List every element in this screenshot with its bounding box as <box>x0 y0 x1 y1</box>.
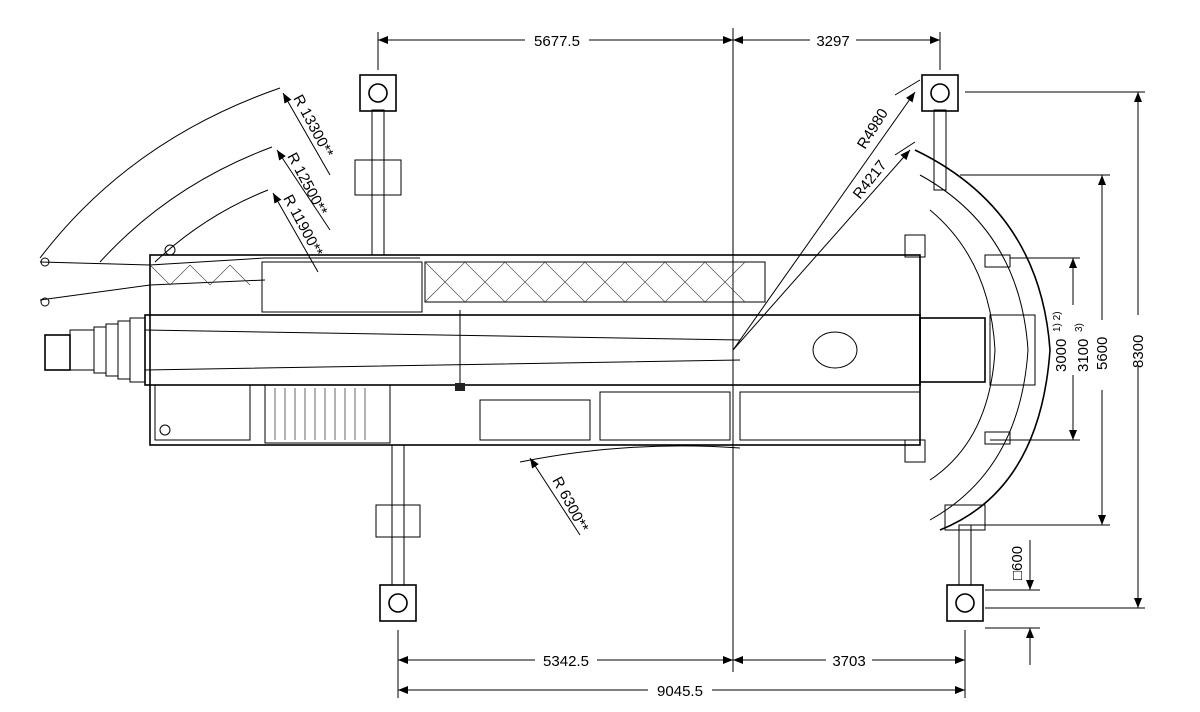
outrigger-front-left <box>354 74 402 256</box>
telescopic-boom <box>44 310 921 391</box>
dim-3297: 3297 <box>816 33 849 50</box>
top-dimension: 5677.5 3297 <box>377 32 941 70</box>
dim-3000: 3000 <box>1053 339 1070 372</box>
dim-3100-note: 3) <box>1074 323 1085 332</box>
outrigger-rear-right <box>944 504 986 622</box>
radius-r4980: R4980 <box>854 106 892 152</box>
outrigger-front-right <box>921 74 959 191</box>
folded-jib <box>39 244 420 436</box>
dim-3100: 3100 <box>1075 339 1092 372</box>
dim-5342-5: 5342.5 <box>543 653 589 670</box>
dim-3703: 3703 <box>832 653 865 670</box>
dim-5600: 5600 <box>1094 337 1111 370</box>
dim-8300: 8300 <box>1130 335 1147 368</box>
outrigger-rear-left <box>375 444 421 622</box>
radius-r6300: R 6300** <box>548 474 591 535</box>
radius-annotations: R 13300** R 12500** R 11900** R4980 R421… <box>39 79 921 536</box>
dim-9045-5: 9045.5 <box>657 683 703 700</box>
dim-5677-5: 5677.5 <box>534 33 580 50</box>
bottom-dimensions: 5342.5 3703 9045.5 <box>397 630 966 700</box>
right-dimensions: 3000 1) 2) 3100 3) 5600 8300 □600 <box>960 91 1148 665</box>
dim-3000-note: 1) 2) <box>1052 311 1063 332</box>
carrier <box>149 254 921 446</box>
counterweight-superstructure <box>904 149 1051 531</box>
outriggers <box>354 74 986 622</box>
dim-600-pad: □600 <box>1009 546 1026 580</box>
